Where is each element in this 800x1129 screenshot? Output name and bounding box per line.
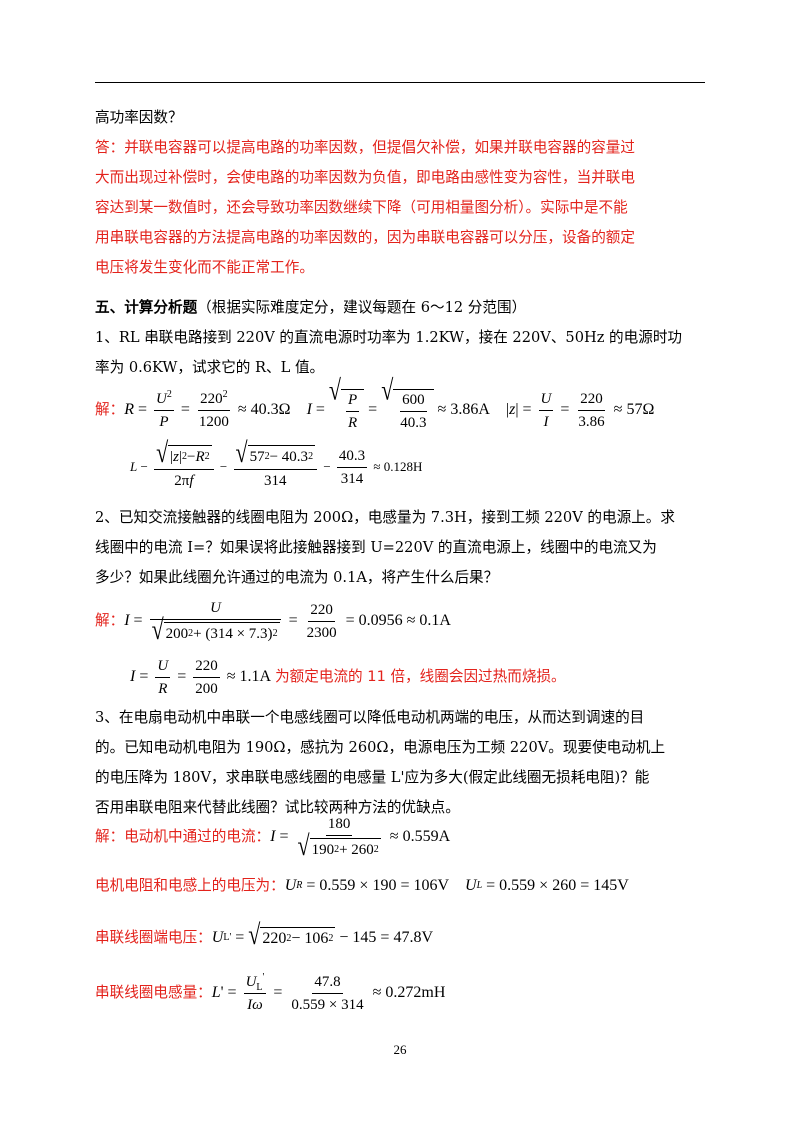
problem-3-line-1: 3、在电扇电动机中串联一个电感线圈可以降低电动机两端的电压，从而达到调速的目 (95, 709, 645, 726)
answer-line-5: 电压将发生变化而不能正常工作。 (95, 259, 314, 276)
problem-2-solution-label: 解： (95, 612, 125, 629)
problem-3-step-1-label: 解：电动机中通过的电流： (95, 828, 271, 845)
problem-3-line-3: 的电压降为 180V，求串联电感线圈的电感量 L'应为多大(假定此线圈无损耗电阻… (95, 769, 650, 786)
problem-3-step-2-label: 电机电阻和电感上的电压为： (95, 877, 285, 894)
problem-1-solution-label: 解： (95, 401, 125, 418)
problem-2-line-1: 2、已知交流接触器的线圈电阻为 200Ω，电感量为 7.3H，接到工频 220V… (95, 509, 675, 526)
problem-1-line-2: 率为 0.6KW，试求它的 R、L 值。 (95, 359, 325, 376)
problem-2-line-2: 线圈中的电流 I=？如果误将此接触器接到 U=220V 的直流电源上，线圈中的电… (95, 539, 657, 556)
problem-2-remark: 为额定电流的 11 倍，线圈会因过热而烧损。 (275, 668, 566, 685)
section-note: （根据实际难度定分，建议每题在 6～12 分范围） (197, 299, 527, 316)
question-tail: 高功率因数？ (95, 109, 183, 126)
problem-1-line-1: 1、RL 串联电路接到 220V 的直流电源时功率为 1.2KW，接在 220V… (95, 329, 683, 346)
section-title: 五、计算分析题 (95, 299, 198, 316)
problem-3-step-4-label: 串联线圈电感量： (95, 984, 212, 1001)
answer-line-3: 容达到某一数值时，还会导致功率因数继续下降（可用相量图分析）。实际中是不能 (95, 199, 628, 216)
problem-3-step-3-label: 串联线圈端电压： (95, 929, 212, 946)
answer-line-2: 大而出现过补偿时，会使电路的功率因数为负值，即电路由感性变为容性，当并联电 (95, 169, 635, 186)
problem-3-line-2: 的。已知电动机电阻为 190Ω，感抗为 260Ω，电源电压为工频 220V。现要… (95, 739, 666, 756)
problem-3-line-4: 否用串联电阻来代替此线圈？试比较两种方法的优缺点。 (95, 799, 460, 816)
section-heading: 五、计算分析题（根据实际难度定分，建议每题在 6～12 分范围） (95, 298, 707, 318)
header-rule (95, 82, 705, 83)
problem-2-line-3: 多少？如果此线圈允许通过的电流为 0.1A，将产生什么后果？ (95, 569, 499, 586)
page-number: 26 (393, 1042, 407, 1057)
answer-line-4: 用串联电容器的方法提高电路的功率因数的，因为串联电容器可以分压，设备的额定 (95, 229, 635, 246)
answer-line-1: 答：并联电容器可以提高电路的功率因数，但提倡欠补偿，如果并联电容器的容量过 (95, 139, 635, 156)
